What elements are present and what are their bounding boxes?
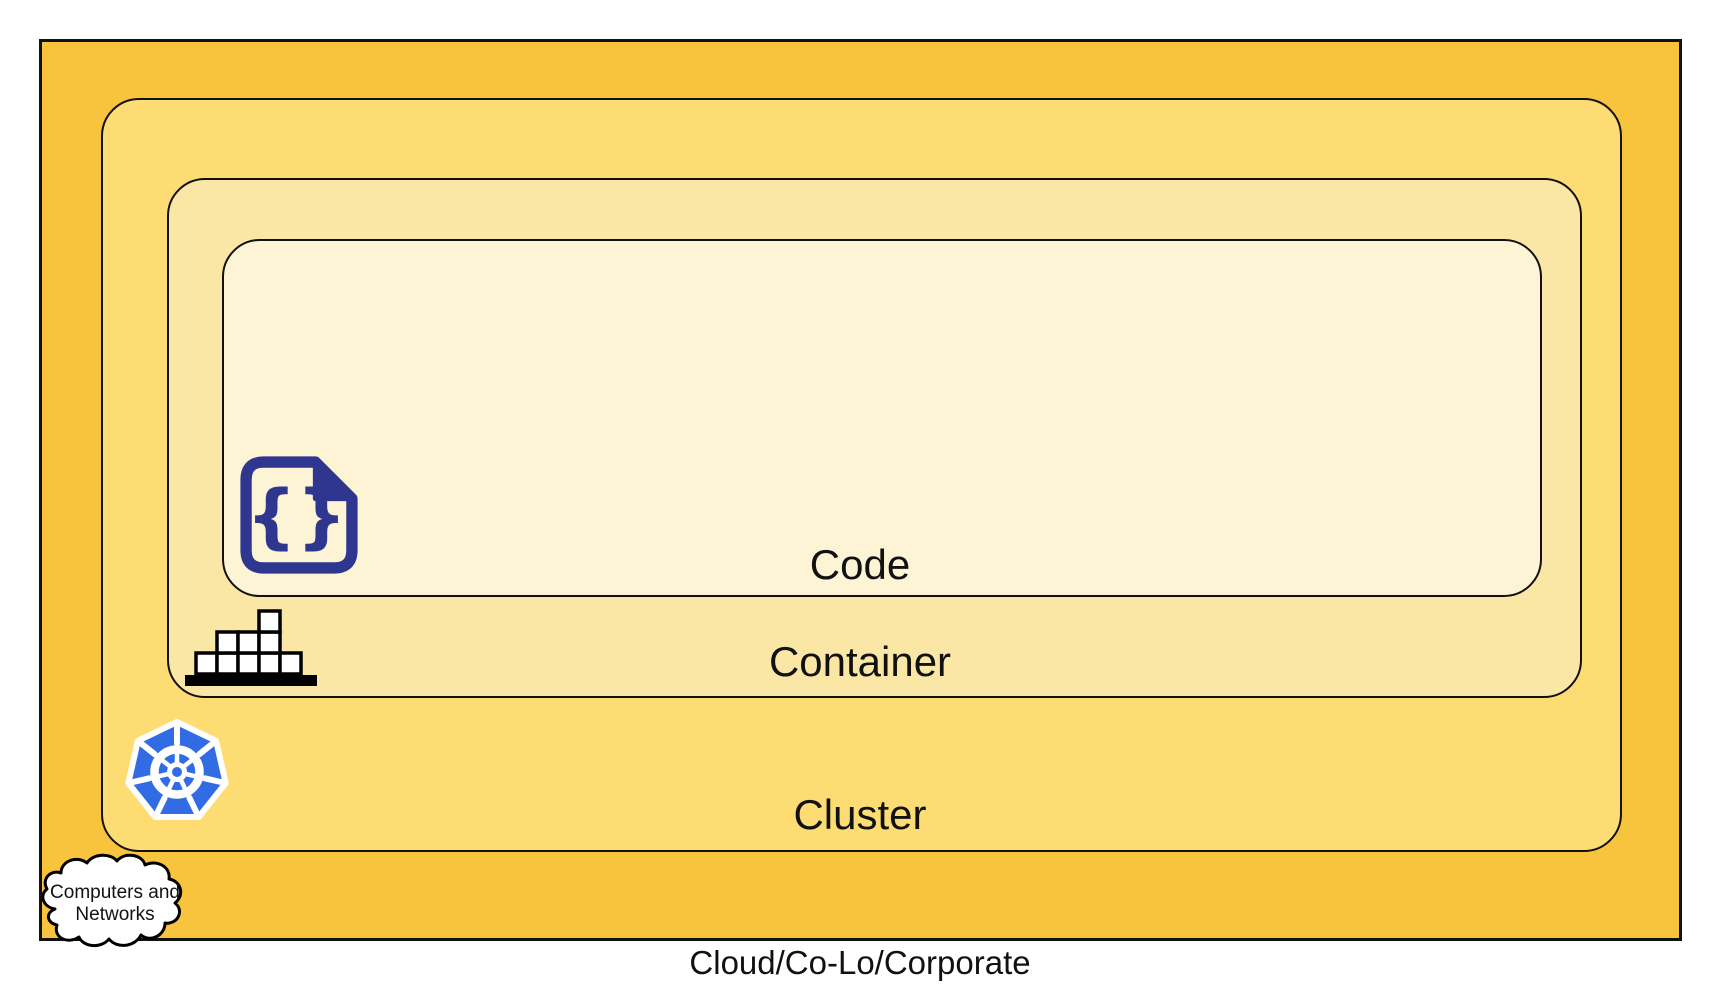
layer-code (222, 239, 1542, 597)
kubernetes-icon (116, 711, 238, 833)
code-braces-glyph: {} (246, 475, 346, 557)
cloud-label-line1: Computers and (50, 882, 180, 903)
computers-networks-cloud-icon: Computers and Networks (37, 851, 189, 948)
layer-label-container: Container (768, 638, 952, 685)
cloud-label-line2: Networks (75, 904, 154, 925)
layer-label-code: Code (809, 541, 911, 588)
layer-label-datacenter: Cloud/Co-Lo/Corporate Datacenter (0, 862, 1720, 992)
layer-label-cluster: Cluster (793, 791, 927, 838)
code-file-icon: {} (236, 452, 362, 578)
layer-label-datacenter-line1: Cloud/Co-Lo/Corporate (689, 943, 1031, 981)
container-blocks-icon (183, 606, 319, 690)
